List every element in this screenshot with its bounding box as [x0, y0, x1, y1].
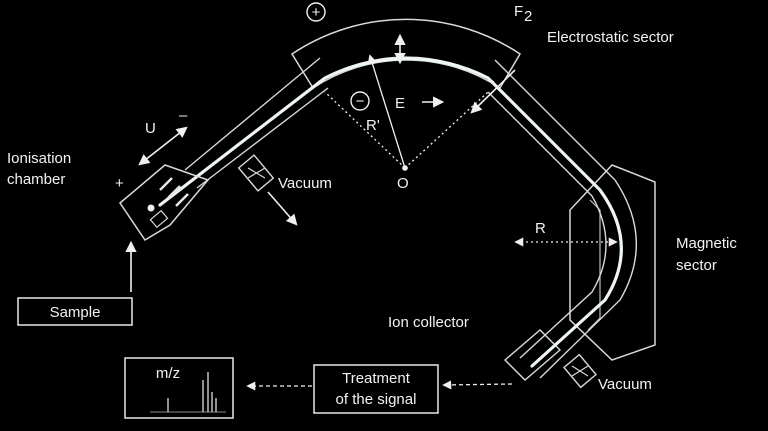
spectrum-box [124, 357, 234, 419]
magnetic-sector-inner [587, 199, 601, 331]
plus-electrode-label: + [312, 4, 321, 21]
minus-electrode-circle [350, 91, 370, 111]
u-label: U [145, 120, 156, 137]
f2-subscript: 2 [524, 8, 532, 25]
magnetic-radius-label: R [535, 220, 546, 237]
minus-electrode-label: − [356, 93, 365, 110]
collector-housing [503, 329, 562, 381]
origin-label: O [397, 175, 409, 192]
magnetic-sector-pole [569, 164, 656, 361]
ionisation-label-line2: chamber [7, 171, 65, 188]
magnetic-sector-label-line2: sector [676, 257, 717, 274]
flight-tube-magnet-inner [519, 195, 607, 359]
chamber-slit-2 [167, 185, 181, 199]
flight-tube-left-outer [184, 57, 321, 171]
electrostatic-sector-label: Electrostatic sector [547, 29, 674, 46]
chamber-plus-label: + [115, 175, 124, 192]
plus-electrode-circle [306, 2, 326, 22]
chamber-slit-1 [159, 177, 173, 191]
e-field-label: E [395, 95, 405, 112]
flight-tube-right-outer [494, 59, 616, 181]
vacuum-pump-right-cross [571, 365, 589, 377]
treatment-label-line1: Treatment [342, 370, 411, 387]
sector-radius-line-right [404, 91, 489, 169]
u-voltage-arrow [138, 126, 188, 166]
vacuum-pump-right [562, 353, 598, 389]
vacuum-pump-left-cross [247, 167, 266, 179]
ion-collector-label: Ion collector [388, 314, 469, 331]
ionisation-chamber-housing [119, 164, 210, 242]
collector-to-treatment-arrow [442, 380, 513, 390]
sample-box [17, 297, 133, 326]
r-prime-arrow [367, 54, 406, 169]
chamber-slit-3 [175, 193, 189, 207]
r-prime-label: R' [366, 117, 380, 134]
sample-inlet [149, 209, 169, 229]
vacuum-left-arrow [267, 191, 298, 226]
u-minus-label: – [179, 107, 188, 124]
origin-point [402, 165, 408, 171]
f2-focus-arrow [470, 69, 516, 114]
vacuum-right-label: Vacuum [598, 376, 652, 393]
vacuum-pump-left [237, 154, 275, 192]
f2-label: F [514, 3, 523, 20]
flight-tube-magnet-outer [539, 179, 637, 379]
spectrum-mz-label: m/z [156, 365, 180, 382]
sector-radius-line-left [324, 91, 406, 169]
sample-label: Sample [50, 304, 101, 321]
flight-tube-right-inner [487, 91, 593, 197]
treatment-box [313, 364, 439, 414]
vacuum-left-label: Vacuum [278, 175, 332, 192]
treatment-label-line2: of the signal [336, 391, 417, 408]
ion-beam [158, 56, 623, 368]
electrostatic-sector-plate [290, 18, 522, 90]
ionisation-label-line1: Ionisation [7, 150, 71, 167]
magnetic-sector-label-line1: Magnetic [676, 235, 737, 252]
flight-tube-left-inner [196, 87, 329, 189]
ion-source-dot [147, 204, 155, 212]
